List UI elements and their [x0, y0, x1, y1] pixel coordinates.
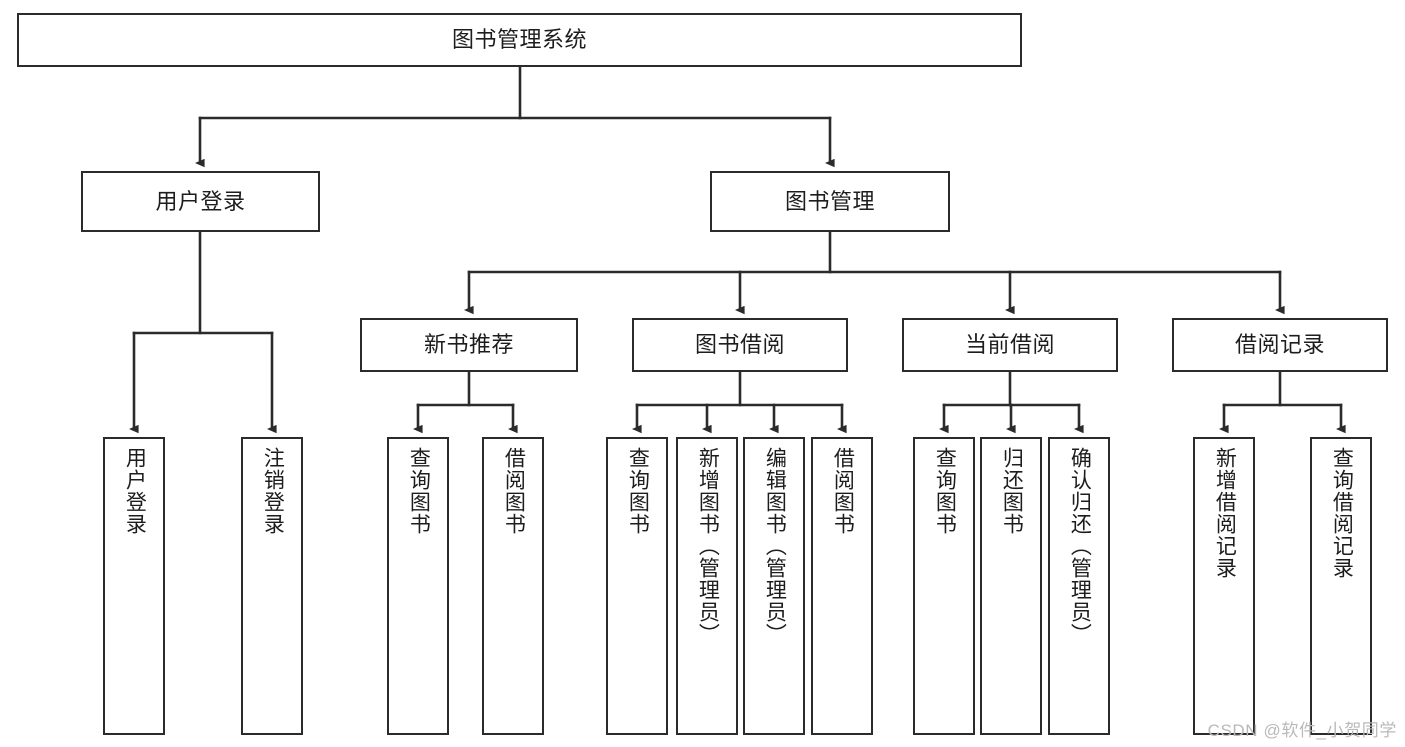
node-label: 借阅图书 [831, 447, 855, 535]
node-label: 图书管理 [784, 188, 875, 214]
node-label: 查询借阅记录 [1330, 447, 1354, 579]
node-label: 确认归还（管理员） [1068, 447, 1092, 645]
node-label: 查询图书 [933, 447, 957, 535]
node-label: 借阅图书 [502, 447, 526, 535]
node-label: 新增借阅记录 [1213, 447, 1237, 579]
node-leaf-add-book-admin[interactable]: 新增图书（管理员） [676, 437, 738, 735]
node-new-book-recommend[interactable]: 新书推荐 [360, 318, 578, 372]
node-label: 查询图书 [626, 447, 650, 535]
node-label: 查询图书 [407, 447, 431, 535]
node-user-login[interactable]: 用户登录 [81, 171, 320, 232]
node-label: 图书管理系统 [451, 27, 587, 53]
node-leaf-confirm-return-admin[interactable]: 确认归还（管理员） [1048, 437, 1110, 735]
node-leaf-add-borrow-record[interactable]: 新增借阅记录 [1193, 437, 1255, 735]
node-leaf-query-book[interactable]: 查询图书 [606, 437, 668, 735]
node-label: 图书借阅 [694, 332, 785, 358]
node-leaf-query-book-current[interactable]: 查询图书 [913, 437, 975, 735]
node-book-borrow[interactable]: 图书借阅 [632, 318, 848, 372]
node-root-system[interactable]: 图书管理系统 [17, 13, 1022, 67]
node-leaf-edit-book-admin[interactable]: 编辑图书（管理员） [743, 437, 805, 735]
node-book-management[interactable]: 图书管理 [710, 171, 950, 232]
node-label: 用户登录 [155, 188, 246, 214]
node-label: 当前借阅 [964, 332, 1055, 358]
node-label: 归还图书 [1000, 447, 1024, 535]
node-label: 用户登录 [123, 447, 147, 535]
node-label: 编辑图书（管理员） [763, 447, 787, 645]
node-label: 注销登录 [261, 447, 285, 535]
node-leaf-query-borrow-record[interactable]: 查询借阅记录 [1310, 437, 1372, 735]
node-leaf-borrow-book[interactable]: 借阅图书 [811, 437, 873, 735]
node-label: 新书推荐 [423, 332, 514, 358]
node-borrow-records[interactable]: 借阅记录 [1172, 318, 1388, 372]
node-label: 新增图书（管理员） [696, 447, 720, 645]
watermark-text: CSDN @软件_小贺同学 [1207, 721, 1397, 740]
node-leaf-logout[interactable]: 注销登录 [241, 437, 303, 735]
node-current-borrow[interactable]: 当前借阅 [902, 318, 1118, 372]
node-leaf-user-login[interactable]: 用户登录 [103, 437, 165, 735]
node-leaf-borrow-book-recommend[interactable]: 借阅图书 [482, 437, 544, 735]
node-leaf-return-book[interactable]: 归还图书 [980, 437, 1042, 735]
node-label: 借阅记录 [1234, 332, 1325, 358]
node-leaf-query-book-recommend[interactable]: 查询图书 [387, 437, 449, 735]
